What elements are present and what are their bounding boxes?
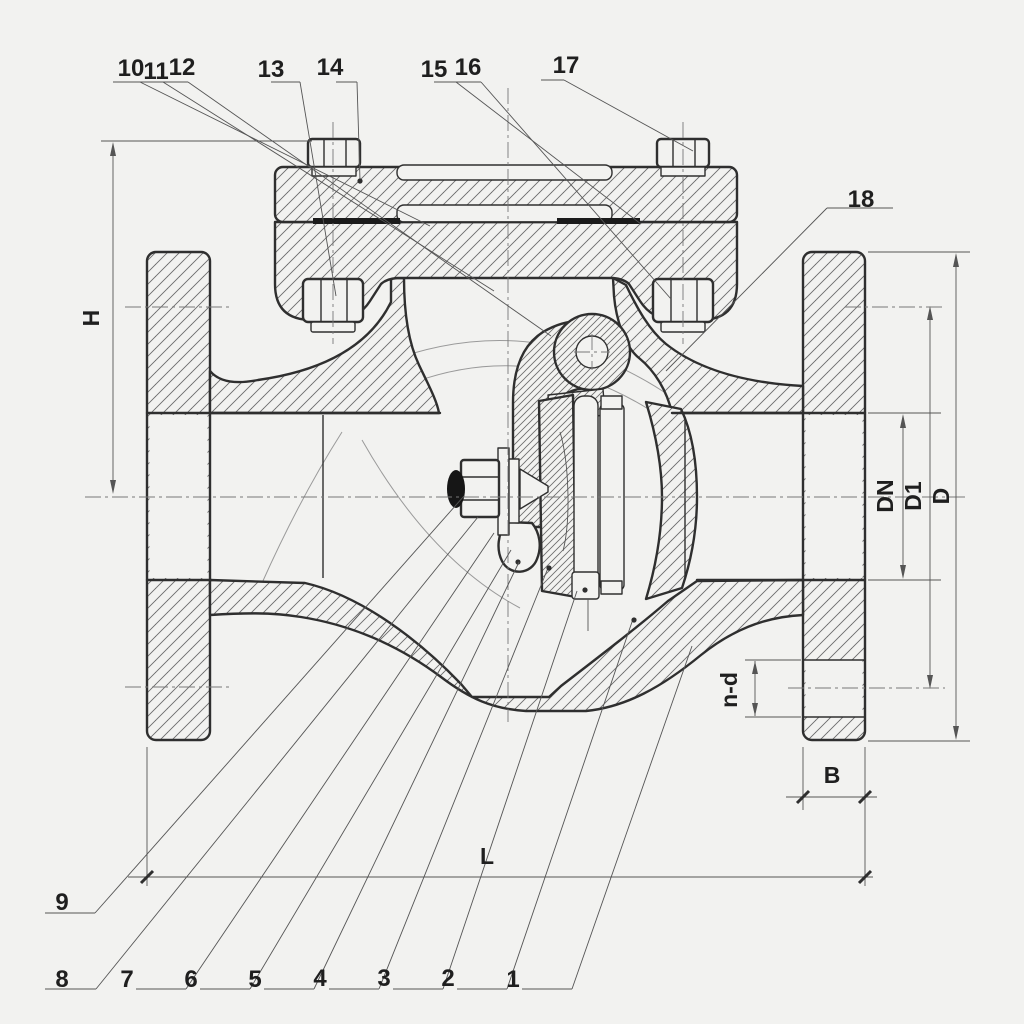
part-label-8: 8 — [55, 966, 68, 993]
dimensions — [101, 140, 970, 886]
seat-ring-top-step — [600, 395, 623, 410]
left-bolt-washer — [311, 166, 357, 177]
dimension-nd — [745, 659, 801, 718]
upper-right-wall — [611, 276, 805, 415]
disc-retainer — [571, 571, 600, 600]
gasket-right — [557, 218, 640, 224]
part-label-18: 18 — [848, 186, 875, 213]
dimension-H — [101, 140, 312, 494]
disc-nut-cap — [447, 470, 465, 508]
left-bolt-head — [306, 137, 362, 169]
dimension-label-DN: DN — [872, 479, 898, 512]
dimension-label-B: B — [824, 762, 841, 788]
disc-washer-2 — [508, 458, 520, 524]
dimension-D — [868, 251, 970, 742]
part-label-3: 3 — [377, 965, 390, 992]
part-label-14: 14 — [317, 54, 344, 81]
part-label-5: 5 — [248, 966, 261, 993]
part-label-13: 13 — [258, 56, 285, 83]
labels: 10 11 12 13 14 15 16 17 18 9 8 7 6 5 4 3… — [55, 52, 954, 993]
part-label-7: 7 — [120, 966, 133, 993]
valve-body — [145, 250, 867, 742]
dimension-L — [128, 747, 873, 886]
seat-hub — [644, 400, 699, 601]
dimension-label-H: H — [78, 310, 104, 327]
dimension-label-L: L — [480, 843, 494, 869]
right-flange-bore — [805, 415, 863, 578]
dimension-label-D1: D1 — [900, 481, 926, 511]
right-flange-bolt-hole — [805, 660, 863, 717]
cover-boss — [396, 164, 613, 181]
part-label-17: 17 — [553, 52, 580, 79]
disc-back — [537, 393, 578, 599]
gasket-left — [313, 218, 400, 224]
bottom-wall — [208, 578, 805, 713]
dimension-label-nd: n-d — [716, 672, 742, 708]
part-label-4: 4 — [313, 965, 327, 992]
part-label-2: 2 — [441, 965, 454, 992]
part-label-11: 11 — [143, 58, 168, 85]
part-label-15: 15 — [421, 56, 448, 83]
disc-nut-stack — [447, 447, 549, 536]
part-label-9: 9 — [55, 889, 68, 916]
upper-left-wall — [208, 276, 441, 415]
part-label-10: 10 — [118, 55, 145, 82]
dimension-label-D: D — [928, 488, 954, 505]
disc-stem-cone — [519, 468, 549, 510]
dimension-D1 — [927, 306, 933, 689]
leader-lines — [45, 79, 893, 990]
centerlines — [85, 88, 968, 722]
dimension-DN — [868, 412, 941, 581]
seat-ring-bottom-step — [600, 580, 623, 595]
left-flange-bore — [149, 415, 208, 578]
disc-nut — [459, 458, 501, 519]
dimension-B — [786, 747, 877, 886]
part-label-6: 6 — [184, 966, 197, 993]
part-label-16: 16 — [455, 54, 482, 81]
part-label-12: 12 — [169, 54, 196, 81]
left-cover-bolt — [301, 137, 365, 333]
part-label-1: 1 — [506, 966, 519, 993]
